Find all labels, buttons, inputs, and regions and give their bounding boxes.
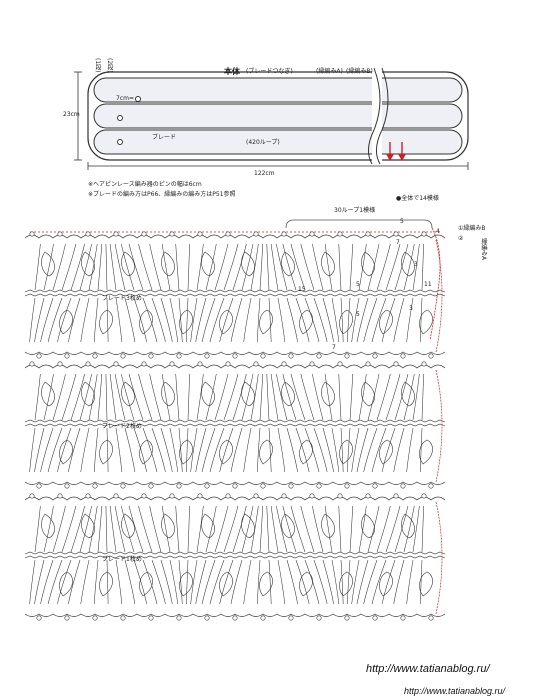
footer-url-bottom: http://www.tatianablog.ru/	[404, 686, 506, 696]
count-label: 3	[414, 261, 418, 268]
braid-label-1: ブレード1枚め	[102, 556, 142, 563]
count-label: 5	[356, 281, 360, 288]
count-label: 5	[356, 311, 360, 318]
width-7cm: 7cm=	[116, 95, 134, 102]
count-label: 3	[409, 305, 413, 312]
edge-b-label: ①縁編みB	[458, 225, 486, 232]
repeat-label: 30ループ1模様	[334, 207, 376, 214]
count-label: 7	[332, 344, 336, 351]
count-label: 7	[396, 239, 400, 246]
edge-label-b: (縁編みB)	[346, 68, 373, 75]
schematic-title: 本体	[224, 67, 240, 76]
footer-url-top: http://www.tatianablog.ru/	[366, 663, 490, 675]
schematic-title-note: (ブレードつなぎ)	[246, 68, 293, 75]
edge-a-label: 縁編みA	[480, 238, 487, 261]
braid-label-3: ブレード3枚め	[102, 295, 142, 302]
overall-note: ●全体で14模様	[396, 195, 439, 202]
left-label-2: (2段)	[106, 58, 113, 73]
height-label: 23cm	[63, 111, 80, 118]
row-2-label: ②	[458, 235, 464, 242]
edge-label-a: (縁編みA)	[316, 68, 343, 75]
braid-bands	[24, 231, 446, 621]
count-label: 15	[298, 286, 306, 293]
count-label: 4	[436, 228, 440, 235]
pattern-chart	[24, 219, 446, 621]
width-label: 122cm	[254, 170, 275, 177]
note-pin-width: ※ヘアピンレース編み器のピンの幅は6cm	[88, 181, 202, 188]
count-label: 11	[424, 281, 432, 288]
braid-label-2: ブレード2枚め	[102, 423, 142, 430]
note-reference: ※ブレードの編み方はP66、縁編みの編み方はP51参照	[88, 191, 236, 198]
count-label: 5	[400, 218, 404, 225]
left-label-1: (1段)	[94, 58, 101, 73]
braid-label: ブレード	[152, 134, 177, 141]
schematic-drawing	[74, 67, 469, 170]
loops-label: (420ループ)	[246, 139, 280, 146]
